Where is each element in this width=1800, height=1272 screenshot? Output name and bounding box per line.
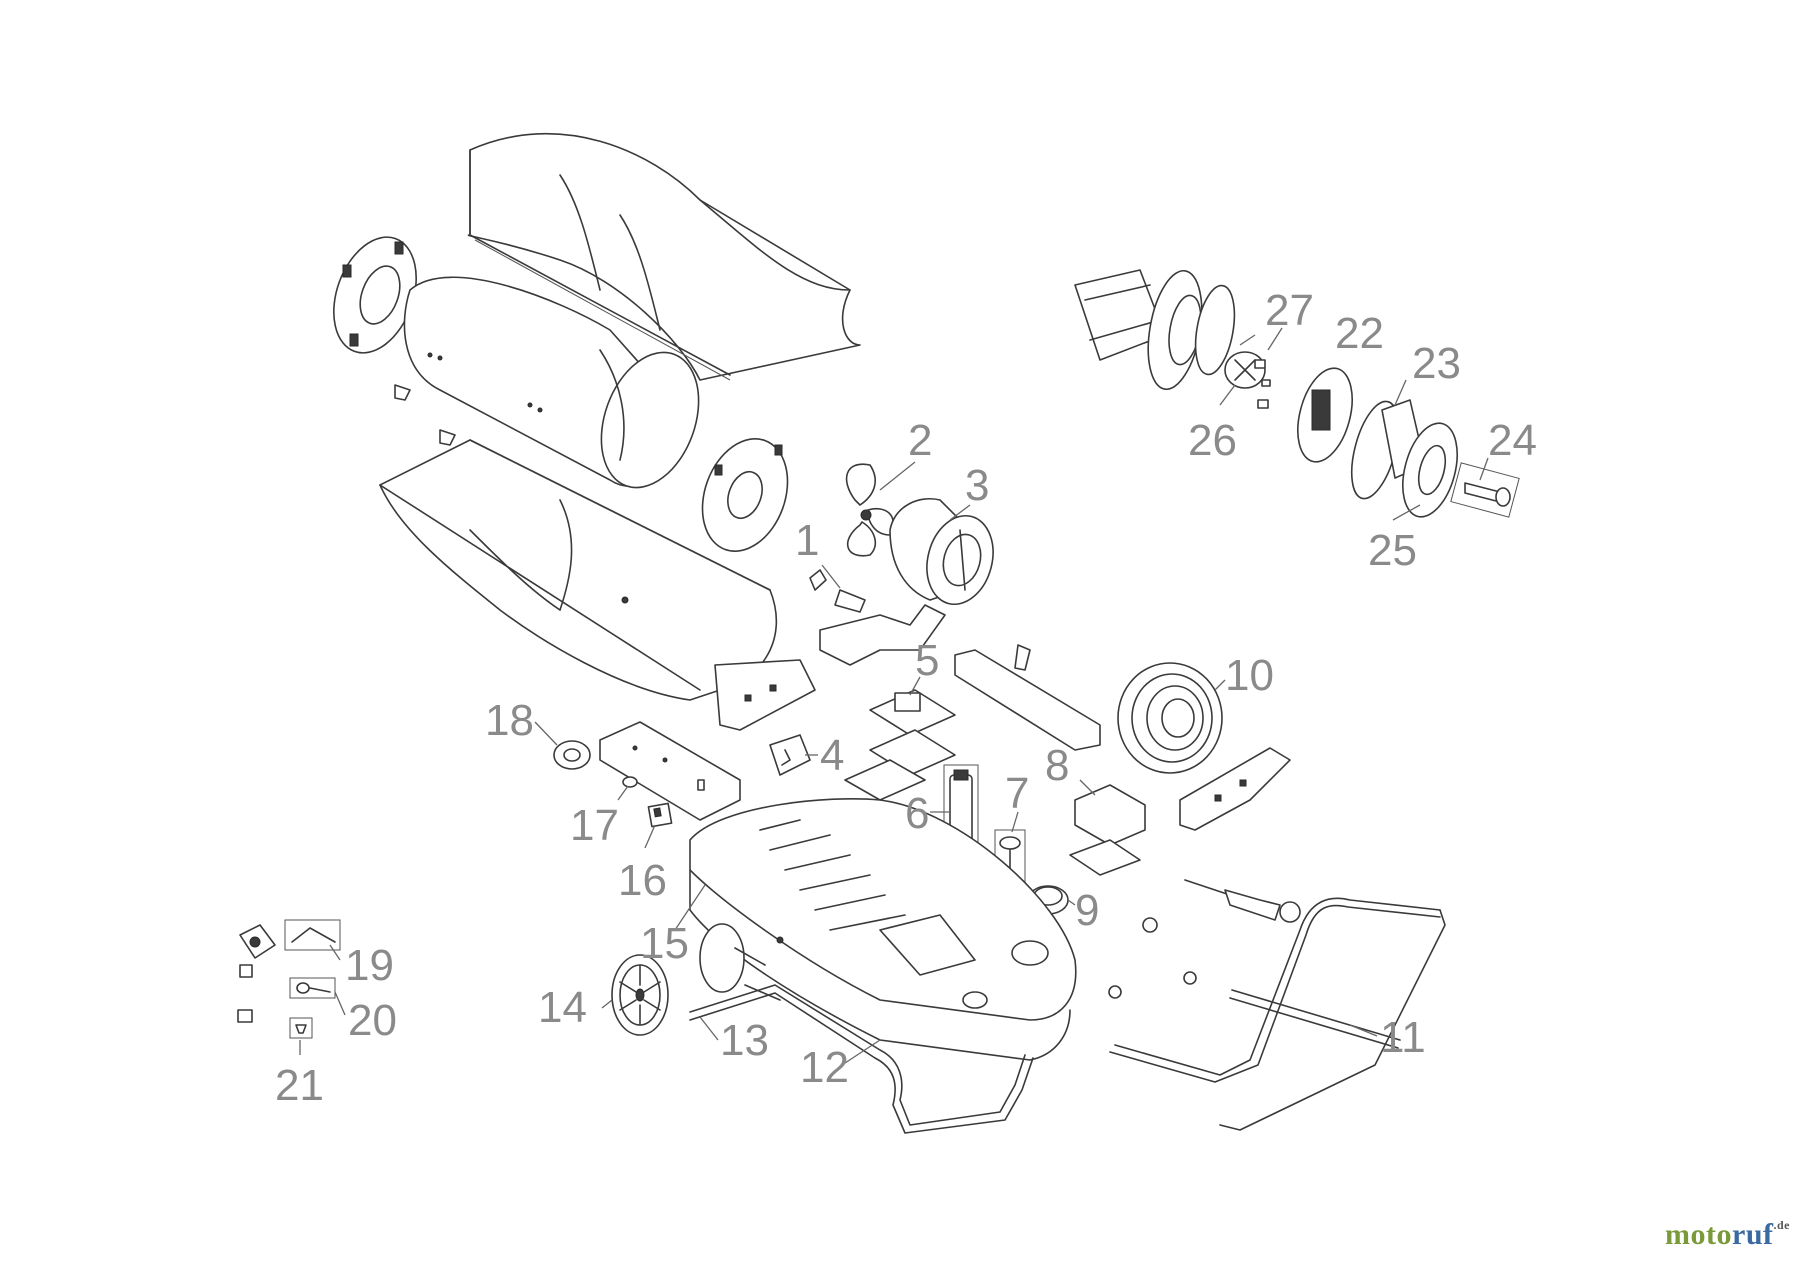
fan-blade [845,463,894,557]
label-14: 14 [538,983,587,1032]
motor-bracket [819,604,946,666]
small-parts-group [237,919,341,1039]
label-9: 9 [1075,886,1099,935]
part-labels: 1 2 3 4 5 6 7 8 9 10 11 12 13 14 15 16 1… [275,286,1537,1110]
combustion-chamber [394,276,700,489]
label-6: 6 [905,789,929,838]
label-23: 23 [1412,339,1461,388]
label-17: 17 [570,801,619,850]
label-26: 26 [1188,416,1237,465]
label-21: 21 [275,1061,324,1110]
lower-housing-shell [379,439,778,701]
label-8: 8 [1045,741,1069,790]
upper-housing-shell [467,132,861,381]
small-washer [622,776,638,788]
leader-lines [299,327,1489,1066]
brand-tld: .de [1773,1218,1790,1232]
right-rail [954,644,1101,751]
label-19: 19 [345,941,394,990]
label-24: 24 [1488,416,1537,465]
fan-guard [1117,662,1223,774]
fan-motor [889,498,994,606]
rear-ring-plate [333,236,417,354]
switch-block [647,802,673,828]
label-7: 7 [1005,769,1029,818]
label-18: 18 [485,696,534,745]
brand-part2: ruf [1732,1218,1774,1251]
fuel-pipe [1108,879,1301,999]
label-16: 16 [618,856,667,905]
brand-logo[interactable]: motoruf.de [1665,1218,1790,1252]
front-ring-plate [701,438,789,552]
left-rail [599,721,741,821]
label-4: 4 [820,731,844,780]
label-25: 25 [1368,526,1417,575]
label-15: 15 [640,919,689,968]
brand-part1: moto [1665,1218,1732,1251]
label-27: 27 [1265,286,1314,335]
label-2: 2 [908,416,932,465]
label-11: 11 [1380,1013,1426,1062]
small-sensor-part [809,569,866,613]
label-5: 5 [915,636,939,685]
transformer-box [1069,784,1146,876]
burner-assembly [1074,269,1520,518]
ignition-module [769,734,811,776]
label-12: 12 [800,1043,849,1092]
rear-stand-bracket [1179,747,1291,831]
handle-frame [1109,897,1446,1131]
knob-dial [553,740,591,770]
control-board [844,689,956,801]
label-22: 22 [1335,309,1384,358]
label-10: 10 [1225,651,1274,700]
label-20: 20 [348,996,397,1045]
label-3: 3 [965,461,989,510]
wheel-frame [689,984,1034,1134]
wheel [611,923,766,1036]
front-stand-bracket [714,659,816,731]
label-13: 13 [720,1016,769,1065]
label-1: 1 [795,516,819,565]
